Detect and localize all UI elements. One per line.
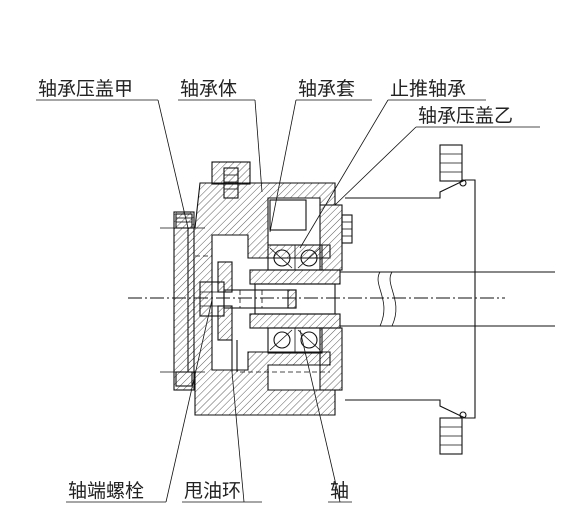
- label-bearing-cover-b: 轴承压盖乙: [418, 105, 513, 127]
- label-shaft-end-bolt: 轴端螺栓: [68, 480, 144, 502]
- bearing-sleeve: [249, 269, 341, 329]
- bearing-housing: [187, 161, 336, 416]
- shaft: [340, 271, 555, 327]
- label-thrust-bearing: 止推轴承: [390, 78, 466, 100]
- bearing-cover-a: [160, 211, 205, 391]
- label-shaft: 轴: [330, 480, 349, 502]
- thrust-bearing-top: [267, 244, 323, 271]
- coupling-flange: [345, 144, 476, 455]
- label-bearing-cover-a: 轴承压盖甲: [38, 78, 133, 100]
- bottom-labels: 轴端螺栓 甩油环 轴: [68, 480, 349, 502]
- top-labels: 轴承压盖甲 轴承体 轴承套 止推轴承 轴承压盖乙: [38, 78, 513, 127]
- label-oil-slinger: 甩油环: [184, 480, 241, 502]
- thrust-bearing-bottom: [267, 327, 323, 354]
- label-bearing-body: 轴承体: [180, 78, 237, 100]
- label-bearing-sleeve: 轴承套: [298, 78, 355, 100]
- hidden-outline: [195, 255, 330, 373]
- bearing-cover-b: [319, 204, 353, 391]
- oil-slinger: [217, 261, 238, 372]
- shaft-end-bolt: [199, 281, 297, 317]
